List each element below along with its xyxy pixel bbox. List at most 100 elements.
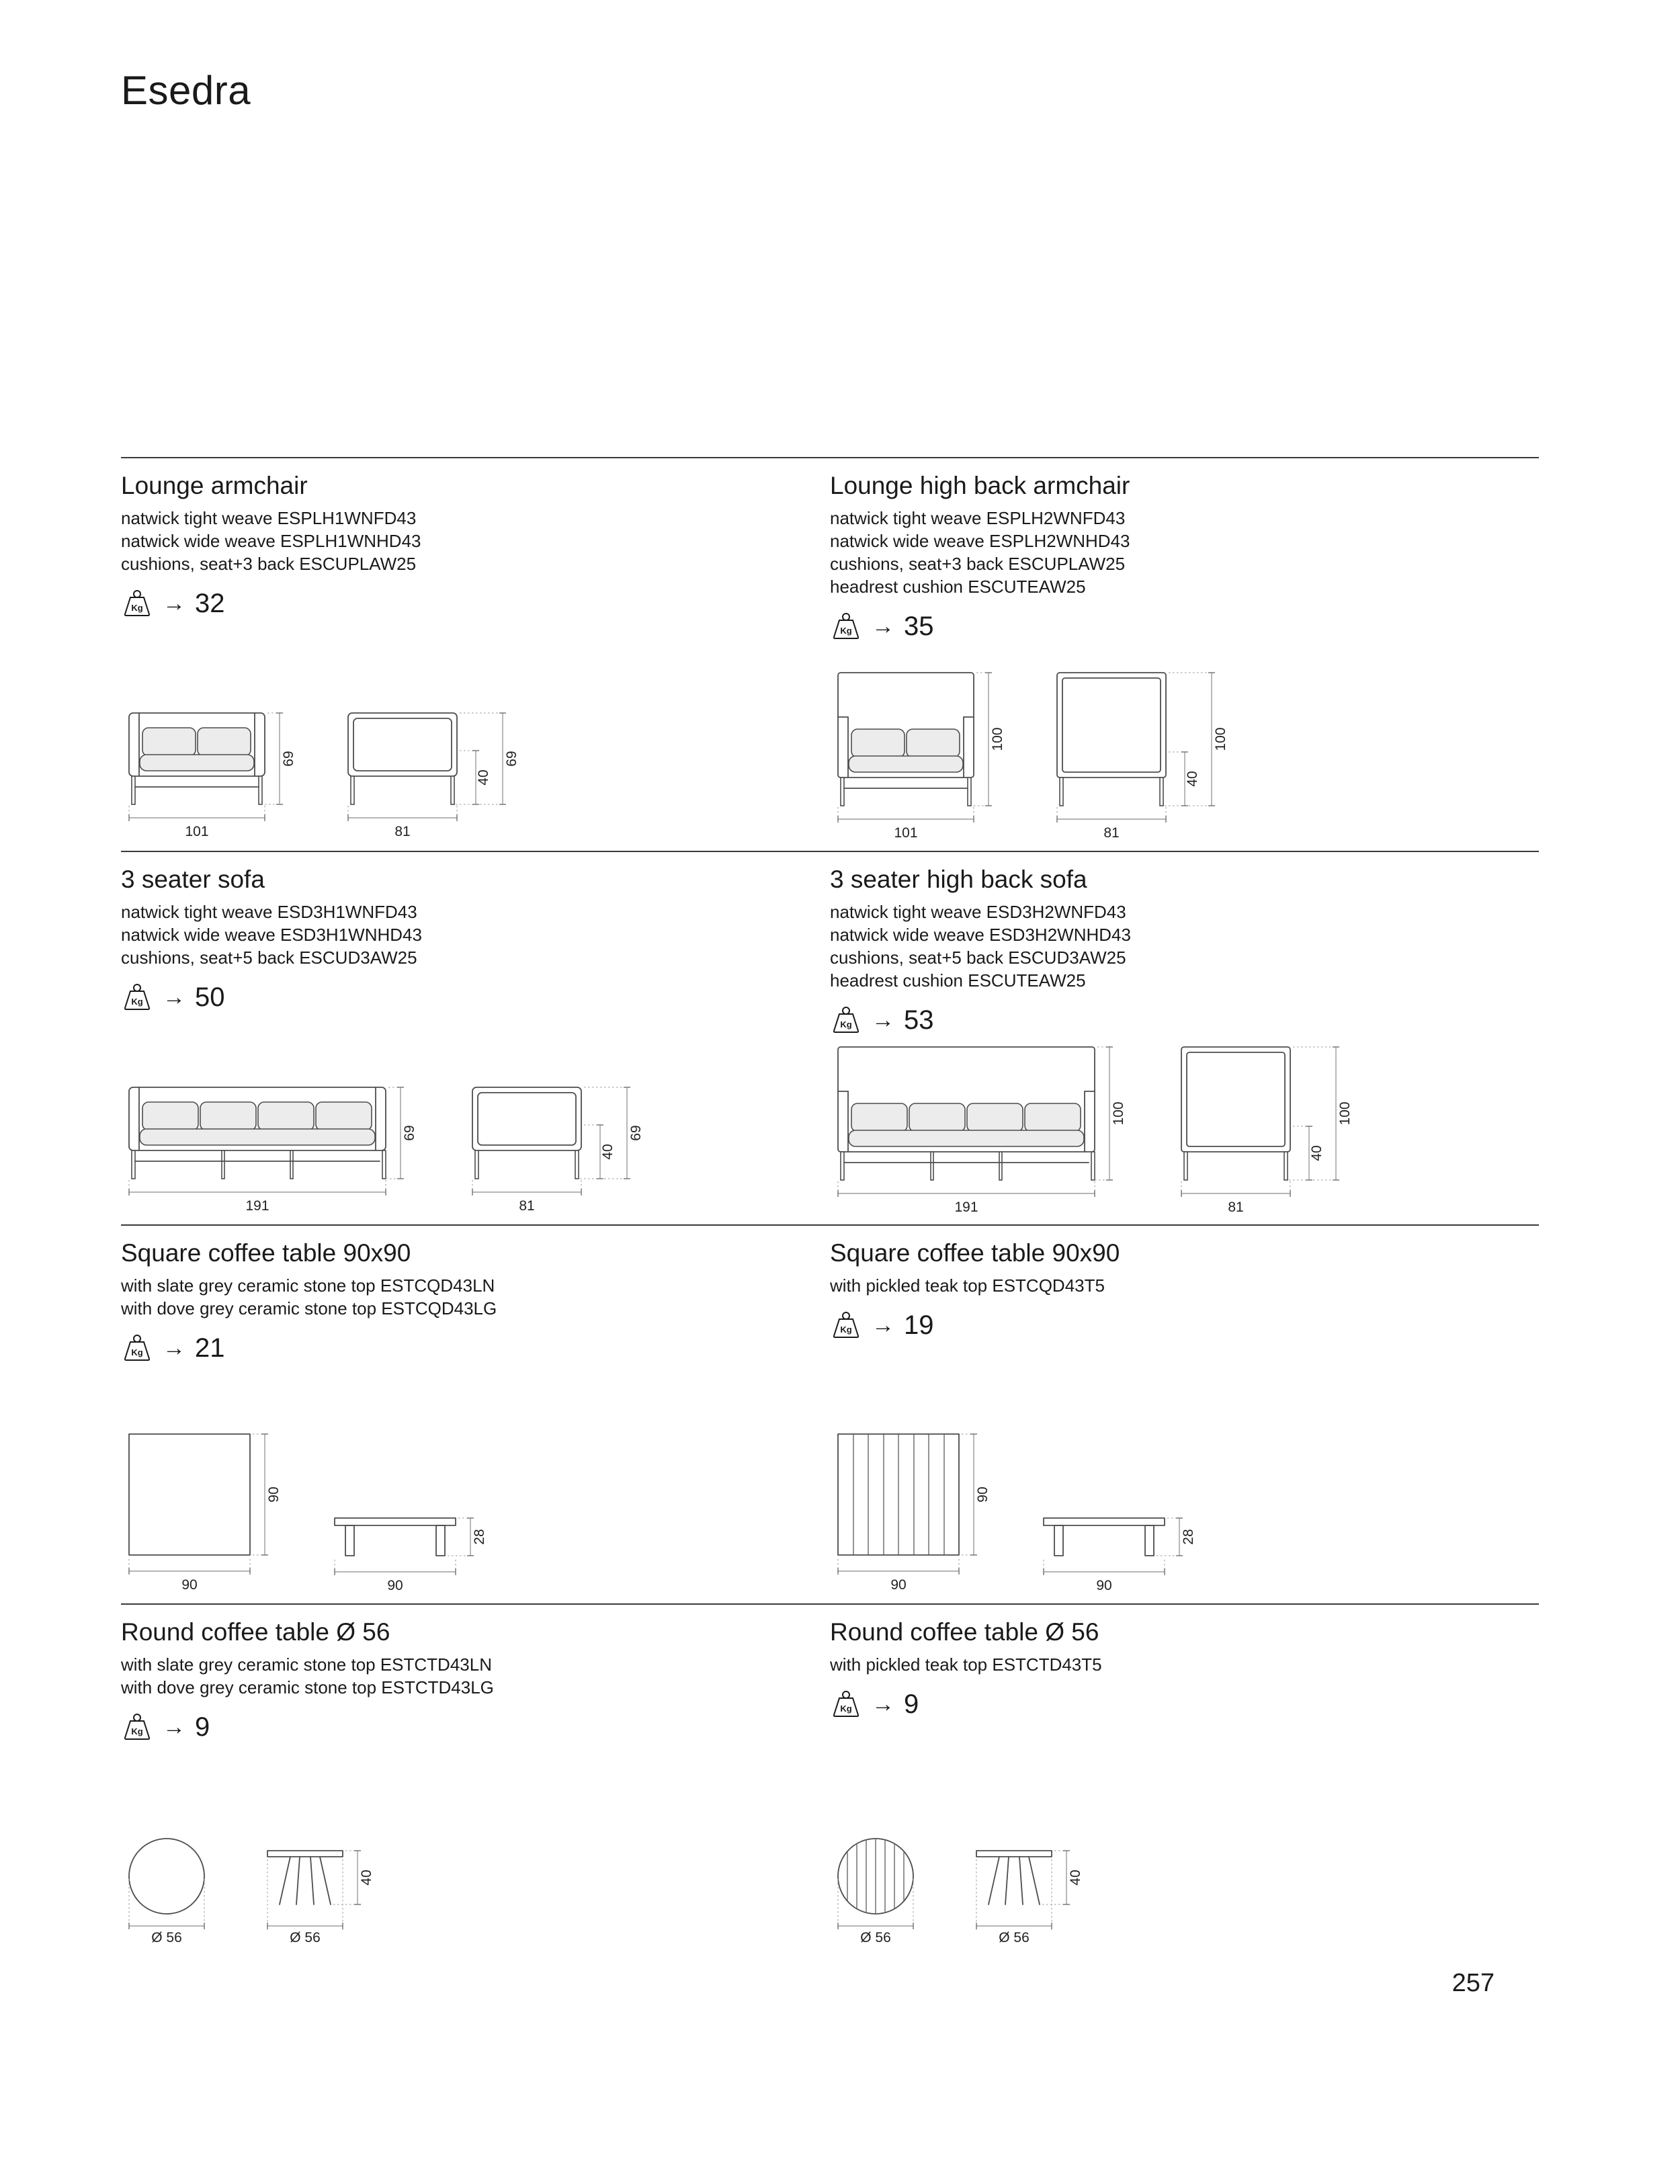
product-row-sofa: 3 seater sofa natwick tight weave ESD3H1…: [121, 851, 1539, 1224]
product-3-seater-sofa: 3 seater sofa natwick tight weave ESD3H1…: [121, 852, 830, 1225]
dim-height-label: 100: [1111, 1101, 1126, 1125]
description-line: natwick wide weave ESD3H1WNHD43: [121, 925, 422, 945]
dim-diameter-label: Ø 56: [290, 1930, 321, 1943]
dim-height-label: 100: [1213, 727, 1228, 751]
round-side-drawing: 40 Ø 56: [267, 1850, 374, 1943]
description-line: with dove grey ceramic stone top ESTCTD4…: [121, 1677, 494, 1697]
svg-text:Kg: Kg: [840, 1019, 851, 1030]
description-line: natwick wide weave ESPLH2WNHD43: [830, 531, 1130, 551]
weight-value: 21: [195, 1333, 225, 1363]
high-sofa-side-drawing: 81 40 100: [1181, 1046, 1353, 1215]
description-line: cushions, seat+5 back ESCUD3AW25: [121, 948, 417, 968]
table-side-drawing: 90 28: [1043, 1517, 1196, 1593]
table-side-drawing: 90 28: [334, 1517, 487, 1593]
product-description: with slate grey ceramic stone top ESTCQD…: [121, 1274, 830, 1320]
description-line: cushions, seat+3 back ESCUPLAW25: [121, 554, 417, 574]
high-armchair-front-drawing: 101 100: [837, 672, 1005, 841]
dim-width-label: 90: [181, 1577, 197, 1593]
table-top-drawing: 90 90: [128, 1433, 282, 1593]
product-square-table-teak: Square coffee table 90x90 with pickled t…: [830, 1226, 1539, 1603]
dim-height-label: 100: [1337, 1101, 1353, 1125]
description-line: natwick tight weave ESPLH1WNFD43: [121, 508, 417, 528]
weight-kg-icon: Kg: [124, 590, 151, 616]
product-lounge-armchair: Lounge armchair natwick tight weave ESPL…: [121, 458, 830, 851]
drawings: 90 90: [830, 1426, 1539, 1603]
weight-value: 50: [195, 982, 225, 1012]
product-row-lounge: Lounge armchair natwick tight weave ESPL…: [121, 457, 1539, 851]
product-lounge-high-back-armchair: Lounge high back armchair natwick tight …: [830, 458, 1539, 851]
description-line: with dove grey ceramic stone top ESTCQD4…: [121, 1298, 497, 1318]
svg-text:Kg: Kg: [840, 626, 851, 636]
drawings: 191 100: [830, 1038, 1539, 1225]
weight-kg-icon: Kg: [124, 1335, 151, 1361]
weight-kg-icon: Kg: [124, 1714, 151, 1740]
dim-width-label: 101: [894, 825, 917, 841]
dim-width-label: 101: [185, 824, 208, 839]
weight-kg-icon: Kg: [833, 613, 859, 639]
product-title: Lounge high back armchair: [830, 472, 1130, 499]
product-title: Lounge armchair: [121, 472, 308, 499]
weight-value: 35: [904, 611, 934, 641]
description-line: with slate grey ceramic stone top ESTCQD…: [121, 1275, 495, 1296]
dim-seat-height-label: 40: [476, 769, 491, 785]
dim-width-label: 90: [890, 1577, 906, 1593]
dim-height-label: 69: [504, 751, 519, 766]
product-description: with slate grey ceramic stone top ESTCTD…: [121, 1653, 830, 1699]
product-title: 3 seater high back sofa: [830, 866, 1087, 893]
dim-width-label: 191: [245, 1198, 269, 1214]
drawings: 90 90: [121, 1426, 830, 1603]
dim-depth-label: 90: [975, 1486, 991, 1502]
dim-diameter-label: Ø 56: [999, 1930, 1030, 1943]
product-title: Round coffee table Ø 56: [830, 1618, 1099, 1646]
arrow-icon: →: [163, 984, 185, 1010]
product-square-table-stone: Square coffee table 90x90 with slate gre…: [121, 1226, 830, 1603]
product-row-round-table: Round coffee table Ø 56 with slate grey …: [121, 1603, 1539, 1953]
svg-text:Kg: Kg: [840, 1325, 851, 1335]
weight-value: 32: [195, 588, 225, 618]
dim-height-label: 69: [402, 1125, 417, 1140]
weight-row: Kg → 19: [830, 1308, 1539, 1343]
product-title: Round coffee table Ø 56: [121, 1618, 390, 1646]
description-line: headrest cushion ESCUTEAW25: [830, 577, 1086, 597]
arrow-icon: →: [872, 1007, 894, 1033]
description-line: with slate grey ceramic stone top ESTCTD…: [121, 1654, 492, 1675]
description-line: headrest cushion ESCUTEAW25: [830, 970, 1086, 991]
weight-value: 53: [904, 1005, 934, 1035]
dim-height-label: 69: [628, 1125, 644, 1140]
weight-kg-icon: Kg: [833, 1691, 859, 1717]
description-line: natwick wide weave ESD3H2WNHD43: [830, 925, 1131, 945]
product-title: Square coffee table 90x90: [830, 1239, 1120, 1267]
arrow-icon: →: [872, 614, 894, 639]
drawings: Ø 56 40: [830, 1831, 1539, 1953]
dim-height-label: 100: [990, 727, 1005, 751]
weight-value: 9: [195, 1712, 210, 1742]
product-description: with pickled teak top ESTCTD43T5: [830, 1653, 1539, 1676]
dim-diameter-label: Ø 56: [860, 1930, 891, 1943]
dim-width-label: 90: [1096, 1578, 1111, 1593]
page-number: 257: [1452, 1969, 1495, 1997]
drawings: 191 69: [121, 1078, 830, 1225]
table-top-teak-drawing: 90 90: [837, 1433, 991, 1593]
armchair-side-drawing: 81 40 69: [347, 712, 519, 839]
dim-width-label: 191: [954, 1200, 978, 1215]
weight-kg-icon: Kg: [124, 984, 151, 1010]
product-title: Square coffee table 90x90: [121, 1239, 411, 1267]
description-line: cushions, seat+5 back ESCUD3AW25: [830, 948, 1126, 968]
svg-text:Kg: Kg: [131, 997, 142, 1007]
product-round-table-teak: Round coffee table Ø 56 with pickled tea…: [830, 1605, 1539, 1953]
svg-text:Kg: Kg: [131, 1726, 142, 1736]
arrow-icon: →: [163, 1714, 185, 1740]
weight-kg-icon: Kg: [833, 1007, 859, 1033]
arrow-icon: →: [163, 591, 185, 616]
weight-value: 19: [904, 1310, 934, 1340]
weight-row: Kg → 21: [121, 1331, 830, 1366]
product-row-square-table: Square coffee table 90x90 with slate gre…: [121, 1224, 1539, 1603]
product-description: with pickled teak top ESTCQD43T5: [830, 1274, 1539, 1297]
dim-height-label: 40: [359, 1870, 374, 1885]
description-line: with pickled teak top ESTCQD43T5: [830, 1275, 1105, 1296]
dim-height-label: 28: [472, 1529, 487, 1544]
